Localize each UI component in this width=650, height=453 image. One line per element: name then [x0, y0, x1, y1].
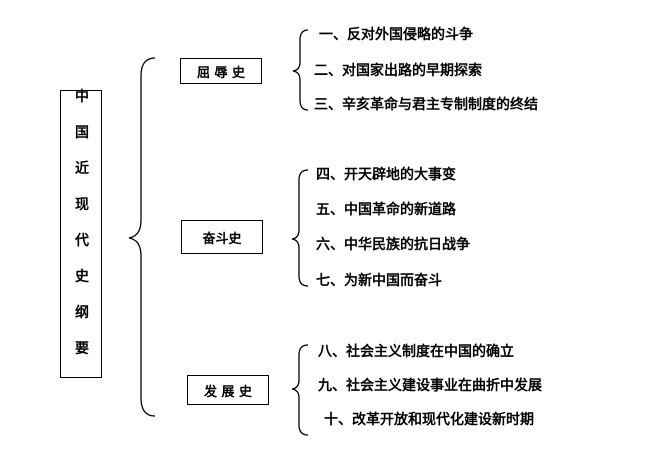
item-9: 九、社会主义建设事业在曲折中发展 — [318, 378, 542, 394]
item-2: 二、对国家出路的早期探索 — [314, 63, 482, 79]
item-4: 四、开天辟地的大事变 — [316, 167, 456, 183]
category-box-humiliation: 屈 辱 史 — [180, 58, 262, 84]
main-title-char: 史 — [75, 269, 89, 285]
main-bracket — [128, 57, 156, 417]
item-10: 十、改革开放和现代化建设新时期 — [324, 412, 534, 428]
main-title-box: 中 国 近 现 代 史 纲 要 — [60, 89, 102, 378]
main-title-char: 现 — [75, 197, 89, 213]
main-title-char: 纲 — [75, 305, 89, 321]
main-title-char: 国 — [75, 125, 89, 141]
bracket-struggle — [291, 169, 309, 287]
item-8: 八、社会主义制度在中国的确立 — [318, 344, 514, 360]
main-title-char: 近 — [75, 161, 89, 177]
bracket-development — [291, 344, 309, 436]
item-1: 一、反对外国侵略的斗争 — [319, 27, 473, 43]
main-title-char: 代 — [75, 233, 89, 249]
main-title-char: 中 — [75, 89, 89, 105]
item-5: 五、中国革命的新道路 — [316, 202, 456, 218]
main-title-char: 要 — [75, 341, 89, 357]
category-box-development: 发 展 史 — [187, 375, 269, 405]
item-3: 三、辛亥革命与君主专制制度的终结 — [314, 97, 538, 113]
category-box-struggle: 奋斗史 — [181, 220, 263, 254]
bracket-humiliation — [292, 29, 309, 111]
item-7: 七、为新中国而奋斗 — [316, 273, 442, 289]
item-6: 六、中华民族的抗日战争 — [316, 237, 470, 253]
